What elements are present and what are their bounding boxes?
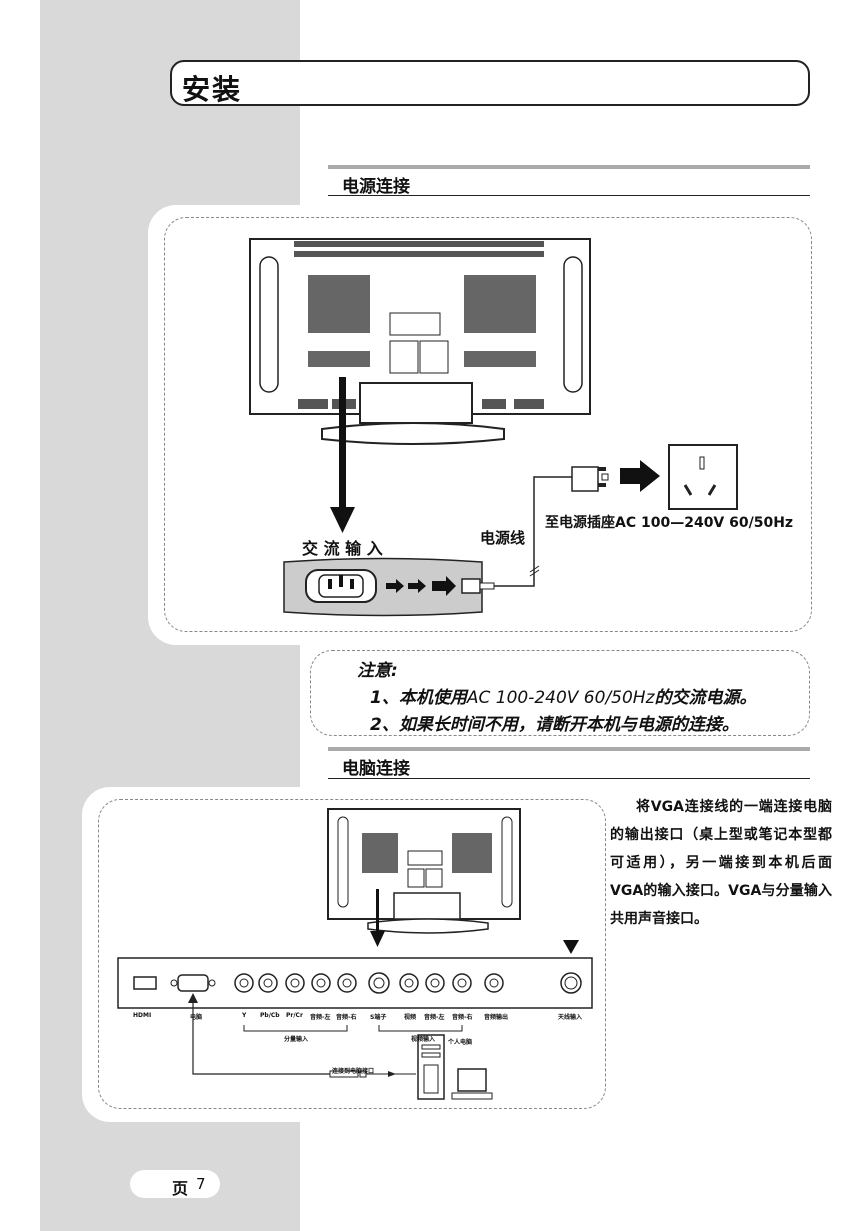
section-rule-top — [328, 165, 810, 169]
port-label-pr: Pr/Cr — [286, 1012, 303, 1019]
note-frame — [310, 650, 810, 736]
port-label-audio-out: 音频输出 — [484, 1014, 509, 1021]
note-line-1-number: 1、 — [370, 688, 399, 708]
note-line-2: 2、如果长时间不用，请断开本机与电源的连接。 — [370, 715, 739, 735]
note-line-1-suffix: 的交流电源。 — [654, 688, 757, 708]
page-title: 安装 — [182, 73, 243, 106]
outlet-label: 至电源插座AC 100—240V 60/50Hz — [545, 515, 794, 531]
pc-section-title: 电脑连接 — [342, 759, 410, 779]
note-line-1: 1、本机使用AC 100-240V 60/50Hz的交流电源。 — [370, 683, 757, 708]
port-label-pc: 电脑 — [190, 1014, 203, 1021]
page-number-pill — [130, 1170, 220, 1198]
note-line-1-prefix: 本机使用 — [398, 688, 467, 708]
page-label: 页 — [172, 1179, 189, 1198]
port-label-s-video: S端子 — [370, 1014, 387, 1021]
section-rule-bottom — [328, 778, 810, 779]
port-label-y: Y — [242, 1012, 247, 1019]
component-group-label: 分量输入 — [284, 1036, 309, 1043]
note-title: 注意: — [357, 661, 398, 681]
pc-diagram — [117, 808, 593, 1100]
section-rule-bottom — [328, 195, 810, 196]
port-label-pb: Pb/Cb — [260, 1012, 280, 1019]
power-diagram — [249, 238, 738, 617]
port-label-audio-left: 音频-左 — [310, 1014, 331, 1021]
power-cord-label: 电源线 — [480, 529, 526, 547]
page-number: 7 — [196, 1175, 206, 1193]
pc-dashed-frame — [98, 799, 606, 1109]
port-label-audio-left-2: 音频-左 — [424, 1014, 445, 1021]
pc-description: 将VGA连接线的一端连接电脑的输出接口（桌上型或笔记本型都可适用），另一端接到本… — [610, 799, 832, 927]
power-dashed-frame — [164, 217, 812, 632]
port-label-video: 视频 — [404, 1014, 417, 1021]
power-section-title: 电源连接 — [342, 177, 410, 197]
note-line-1-spec: AC 100-240V 60/50Hz — [466, 688, 655, 708]
tv-back-small-illustration — [327, 808, 521, 934]
section-rule-top — [328, 747, 810, 751]
cable-label: 连接到电脑接口 — [332, 1068, 375, 1075]
pc-label: 个人电脑 — [448, 1039, 473, 1046]
port-label-hdmi: HDMI — [133, 1012, 152, 1019]
port-label-audio-right-2: 音频-右 — [452, 1014, 473, 1021]
port-label-antenna: 天线输入 — [558, 1014, 583, 1021]
ac-input-label: 交 流 输 入 — [302, 539, 383, 558]
tv-back-illustration — [249, 238, 591, 445]
port-label-audio-right: 音频-右 — [336, 1014, 357, 1021]
title-frame — [170, 60, 810, 106]
video-group-label: 视频输入 — [411, 1036, 436, 1043]
